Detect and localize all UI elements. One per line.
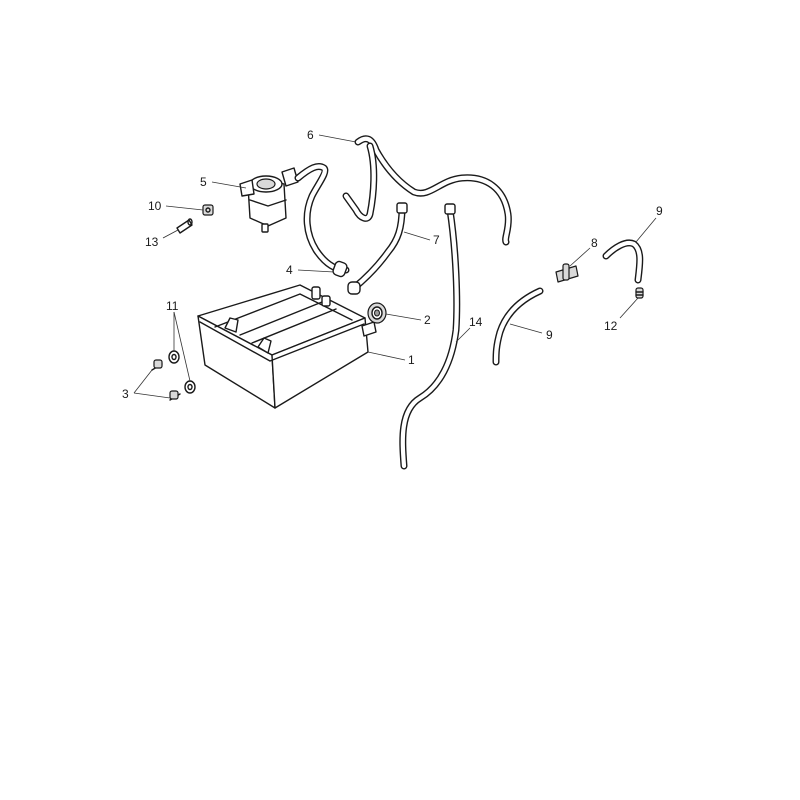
t-piece-part-8[interactable] [555, 263, 579, 283]
callout-3: 3 [122, 387, 129, 401]
hose-part-9-right[interactable] [602, 239, 644, 284]
leader-14 [455, 327, 471, 343]
leader-12 [619, 297, 639, 319]
callout-13: 13 [145, 235, 159, 249]
leader-13 [162, 229, 179, 239]
leader-lines [133, 134, 657, 399]
callout-6: 6 [307, 128, 314, 142]
callout-2: 2 [424, 313, 431, 327]
clip-part-10[interactable] [202, 204, 214, 216]
hose-part-4[interactable] [294, 162, 350, 278]
leader-3b [133, 392, 171, 399]
leader-7 [403, 231, 431, 241]
plug-part-13[interactable] [176, 218, 193, 234]
leader-9b [635, 217, 657, 243]
callout-14: 14 [469, 315, 483, 329]
leader-6 [318, 134, 357, 143]
callout-labels: 1 2 3 4 5 6 7 8 9 9 10 11 12 13 14 [122, 128, 663, 401]
leader-8 [569, 247, 591, 267]
grommet-part-2[interactable] [367, 302, 387, 324]
leader-5 [211, 181, 247, 189]
leader-4 [297, 269, 335, 273]
callout-9-right: 9 [656, 204, 663, 218]
leader-1 [367, 351, 406, 361]
callout-8: 8 [591, 236, 598, 250]
leader-3a [133, 369, 153, 394]
callout-9-center: 9 [546, 328, 553, 342]
canister-part-1[interactable] [197, 284, 377, 409]
purge-valve-part-5[interactable] [239, 167, 299, 233]
callout-1: 1 [408, 353, 415, 367]
leader-10 [165, 205, 204, 211]
hose-part-9-center[interactable] [492, 287, 544, 366]
screw-part-3-upper[interactable] [151, 359, 163, 371]
callout-5: 5 [200, 175, 207, 189]
callout-7: 7 [433, 233, 440, 247]
callout-12: 12 [604, 319, 618, 333]
leader-11b [173, 311, 191, 382]
washer-part-11-lower[interactable] [184, 380, 196, 394]
callout-10: 10 [148, 199, 162, 213]
leader-2 [385, 313, 422, 321]
callout-4: 4 [286, 263, 293, 277]
leader-9a [509, 323, 543, 334]
nipple-part-12[interactable] [635, 287, 644, 299]
hose-part-7[interactable] [347, 202, 408, 295]
washer-part-11-upper[interactable] [168, 350, 180, 364]
callout-11: 11 [166, 299, 179, 313]
hose-part-14[interactable] [399, 203, 461, 470]
hose-part-6[interactable] [342, 135, 512, 246]
screw-part-3-lower[interactable] [169, 390, 181, 401]
